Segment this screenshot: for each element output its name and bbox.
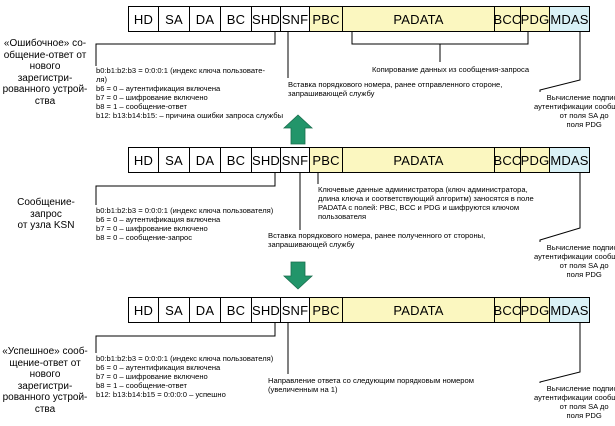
request-snf-note: Вставка порядкового номера, ранее получе… [268,231,486,249]
request-mdas-leader [539,173,581,242]
field-pdg: PDG [521,147,550,173]
field-padata: PADATA [343,147,495,173]
error-response-label: «Ошибочное» со- общение-ответ от нового … [2,38,88,107]
field-padata: PADATA [343,297,495,323]
success-header-notes: b0:b1:b2:b3 = 0:0:0:1 (индекс ключа поль… [96,354,274,399]
field-snf: SNF [281,147,310,173]
field-da: DA [190,6,221,32]
field-hd: HD [128,6,159,32]
field-pbc: PBC [310,147,343,173]
field-da: DA [190,147,221,173]
down-arrow-icon [282,261,314,290]
field-snf: SNF [281,6,310,32]
field-bcc: BCC [493,6,521,32]
field-hd: HD [128,297,159,323]
error-padata-bracket [351,32,529,45]
field-bc: BC [221,147,252,173]
field-padata: PADATA [343,6,495,32]
field-shd: SHD [252,297,281,323]
success-response-frame: HD SA DA BC SHD SNF PBC PADATA BCC PDG M… [128,297,590,323]
error-snf-note: Вставка порядкового номера, ранее отправ… [288,80,503,98]
field-pbc: PBC [310,6,343,32]
field-sa: SA [159,6,190,32]
field-bcc: BCC [493,297,521,323]
field-bcc: BCC [493,147,521,173]
error-header-notes: b0:b1:b2:b3 = 0:0:0:1 (индекс ключа поль… [96,66,284,120]
field-shd: SHD [252,6,281,32]
field-sa: SA [159,147,190,173]
error-padata-note: Копирование данных из сообщения-запроса [372,65,530,74]
request-padata-note: Ключевые данные администратора (ключ адм… [318,185,534,221]
field-sa: SA [159,297,190,323]
error-mdas-note: Вычисление подписи аутентификации сообще… [534,93,615,129]
success-mdas-leader [539,323,581,383]
field-pdg: PDG [521,6,550,32]
field-hd: HD [128,147,159,173]
field-mdas: MDAS [550,297,590,323]
success-header-leader [95,323,276,353]
success-mdas-note: Вычисление подписи аутентификации сообще… [534,384,615,420]
request-mdas-note: Вычисление подписи аутентификации сообще… [534,243,615,279]
field-mdas: MDAS [550,6,590,32]
request-header-leader [95,173,276,205]
up-arrow-icon [282,114,314,145]
success-snf-note: Направление ответа со следующим порядков… [268,376,474,394]
request-frame: HD SA DA BC SHD SNF PBC PADATA BCC PDG M… [128,147,590,173]
field-pdg: PDG [521,297,550,323]
success-response-label: «Успешное» сооб- щение-ответ от нового з… [2,346,88,415]
field-bc: BC [221,297,252,323]
request-label: Сообщение-запрос от узла KSN [17,197,75,231]
field-mdas: MDAS [550,147,590,173]
error-response-frame: HD SA DA BC SHD SNF PBC PADATA BCC PDG M… [128,6,590,32]
error-mdas-leader [539,32,581,92]
field-pbc: PBC [310,297,343,323]
field-shd: SHD [252,147,281,173]
error-header-leader [95,32,276,66]
field-snf: SNF [281,297,310,323]
field-bc: BC [221,6,252,32]
request-header-notes: b0:b1:b2:b3 = 0:0:0:1 (индекс ключа поль… [96,206,274,242]
field-da: DA [190,297,221,323]
